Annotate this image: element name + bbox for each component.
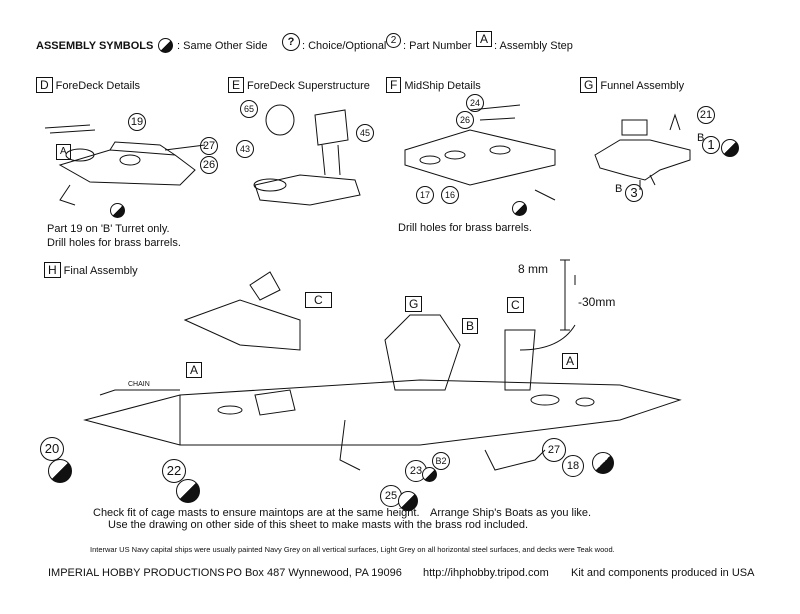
final-callout-a1: A xyxy=(186,362,203,378)
callout-g-b2: B xyxy=(615,183,623,195)
callout-65: 65 xyxy=(240,100,258,118)
cage-mast-note: Check fit of cage masts to ensure mainto… xyxy=(93,507,420,519)
step-d-note-1: Part 19 on 'B' Turret only. xyxy=(47,223,170,235)
final-22-other-side-icon xyxy=(176,479,200,503)
step-e-title: ForeDeck Superstructure xyxy=(247,80,370,92)
callout-1: 1 xyxy=(702,136,720,154)
callout-17: 17 xyxy=(416,186,434,204)
paint-note: Interwar US Navy capital ships were usua… xyxy=(90,545,615,554)
choice-optional-label: : Choice/Optional xyxy=(302,40,387,52)
step-d-note-2: Drill holes for brass barrels. xyxy=(47,237,181,249)
final-25-other-side-icon xyxy=(398,491,418,511)
step-e-box: E xyxy=(228,77,245,93)
choice-optional-icon: ? xyxy=(282,33,300,51)
step-d-box: D xyxy=(36,77,53,93)
step-g-box: G xyxy=(580,77,598,93)
callout-27: 27 xyxy=(200,137,218,155)
callout-21: 21 xyxy=(697,106,715,124)
final-callout-g: G xyxy=(405,296,423,312)
step-h-title: Final Assembly xyxy=(63,265,138,277)
step-g-drawing xyxy=(594,113,691,190)
step-d-other-side-icon xyxy=(110,203,125,218)
footer-company: IMPERIAL HOBBY PRODUCTIONS xyxy=(48,567,225,579)
step-f-other-side-icon xyxy=(512,201,527,216)
callout-19: 19 xyxy=(128,113,146,131)
footer-origin: Kit and components produced in USA xyxy=(571,567,755,579)
step-f-note: Drill holes for brass barrels. xyxy=(398,222,532,234)
final-18-other-side-icon xyxy=(592,452,614,474)
final-callout-a2: A xyxy=(562,353,579,369)
step-g-title: Funnel Assembly xyxy=(600,80,685,92)
step-e-drawing xyxy=(253,104,361,206)
callout-f26: 26 xyxy=(456,111,474,129)
assembly-step-label: : Assembly Step xyxy=(494,40,573,52)
callout-3: 3 xyxy=(625,184,643,202)
final-callout-c2: C xyxy=(507,297,524,313)
final-callout-b: B xyxy=(462,318,479,334)
step-f-title: MidShip Details xyxy=(404,80,481,92)
step-d-drawing xyxy=(44,124,206,206)
part-number-label: : Part Number xyxy=(403,40,472,52)
callout-45: 45 xyxy=(356,124,374,142)
dimension-30mm: -30mm xyxy=(578,295,616,309)
step-h-box: H xyxy=(44,262,61,278)
part-number-icon: 2 xyxy=(386,33,401,48)
final-callout-22: 22 xyxy=(162,459,186,483)
same-other-side-label: : Same Other Side xyxy=(177,40,268,52)
final-20-other-side-icon xyxy=(48,459,72,483)
final-callout-20: 20 xyxy=(40,437,64,461)
final-callout-b2: B2 xyxy=(432,452,450,470)
chain-label: CHAIN xyxy=(128,381,150,388)
same-other-side-icon xyxy=(158,38,173,53)
boats-note: Arrange Ship's Boats as you like. xyxy=(430,507,592,519)
callout-26: 26 xyxy=(200,156,218,174)
assembly-symbols-title: ASSEMBLY SYMBOLS xyxy=(36,40,154,52)
final-callout-18: 18 xyxy=(562,455,584,477)
final-23-other-side-icon xyxy=(422,467,437,482)
masts-note: Use the drawing on other side of this sh… xyxy=(108,519,529,531)
step-d-title: ForeDeck Details xyxy=(55,80,141,92)
step-f-drawing xyxy=(404,104,556,201)
callout-g-b: B xyxy=(697,132,705,144)
footer-address: PO Box 487 Wynnewood, PA 19096 xyxy=(226,567,402,579)
footer-url: http://ihphobby.tripod.com xyxy=(423,567,549,579)
step-g-other-side-icon xyxy=(721,139,739,157)
ship-hull-drawing xyxy=(83,259,682,471)
final-callout-c1: C xyxy=(305,292,332,308)
assembly-step-icon: A xyxy=(476,31,493,47)
step-f-box: F xyxy=(386,77,402,93)
dimension-8mm: 8 mm xyxy=(518,262,548,276)
callout-43: 43 xyxy=(236,140,254,158)
final-callout-27: 27 xyxy=(542,438,566,462)
callout-24: 24 xyxy=(466,94,484,112)
callout-step-a: A xyxy=(56,144,71,160)
callout-16: 16 xyxy=(441,186,459,204)
